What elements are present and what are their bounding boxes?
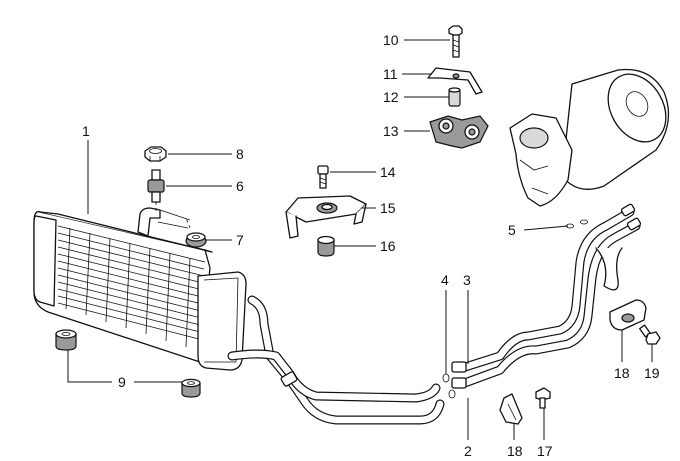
callout-1: 1 xyxy=(82,123,90,139)
callout-3: 3 xyxy=(463,272,471,288)
oil-hose-feed xyxy=(247,295,445,425)
rubber-bushing-b xyxy=(181,378,201,398)
hose-holder xyxy=(285,195,367,239)
pipe-clamp xyxy=(429,115,489,149)
hose-bracket-lower xyxy=(499,393,523,425)
callout-6: 6 xyxy=(236,178,244,194)
callout-12: 12 xyxy=(383,89,399,105)
callout-14: 14 xyxy=(380,164,396,180)
callout-4: 4 xyxy=(441,272,449,288)
mounting-bracket xyxy=(427,67,483,95)
hose-bracket-right xyxy=(609,299,647,331)
screw-right xyxy=(639,324,661,345)
hex-nut xyxy=(144,146,167,162)
oil-filter-housing xyxy=(509,68,670,207)
screw-lower xyxy=(535,387,551,409)
callout-17: 17 xyxy=(537,443,553,459)
rubber-mount xyxy=(147,169,165,203)
hose-fittings xyxy=(280,203,642,389)
holder-grommet xyxy=(317,235,335,257)
hex-bolt xyxy=(448,25,463,58)
callout-2: 2 xyxy=(464,443,472,459)
o-ring-set xyxy=(566,219,588,229)
oil-cooler xyxy=(33,207,247,371)
callout-16: 16 xyxy=(380,238,396,254)
callout-8: 8 xyxy=(236,146,244,162)
callout-11: 11 xyxy=(383,66,398,82)
callout-7: 7 xyxy=(236,232,244,248)
rubber-bushing-a xyxy=(55,329,77,351)
callout-13: 13 xyxy=(383,123,399,139)
screw xyxy=(317,165,329,189)
callout-15: 15 xyxy=(380,200,396,216)
callout-10: 10 xyxy=(383,32,399,48)
oil-hose-return xyxy=(227,349,441,403)
callout-9: 9 xyxy=(118,374,126,390)
callout-19: 19 xyxy=(644,365,660,381)
callout-5: 5 xyxy=(508,222,516,238)
spacer-sleeve xyxy=(448,87,461,107)
callout-18-right: 18 xyxy=(614,365,630,381)
callout-18-lower: 18 xyxy=(507,443,523,459)
grommet xyxy=(185,232,207,248)
oil-line-upper xyxy=(457,207,635,373)
leader-lines xyxy=(67,39,653,440)
